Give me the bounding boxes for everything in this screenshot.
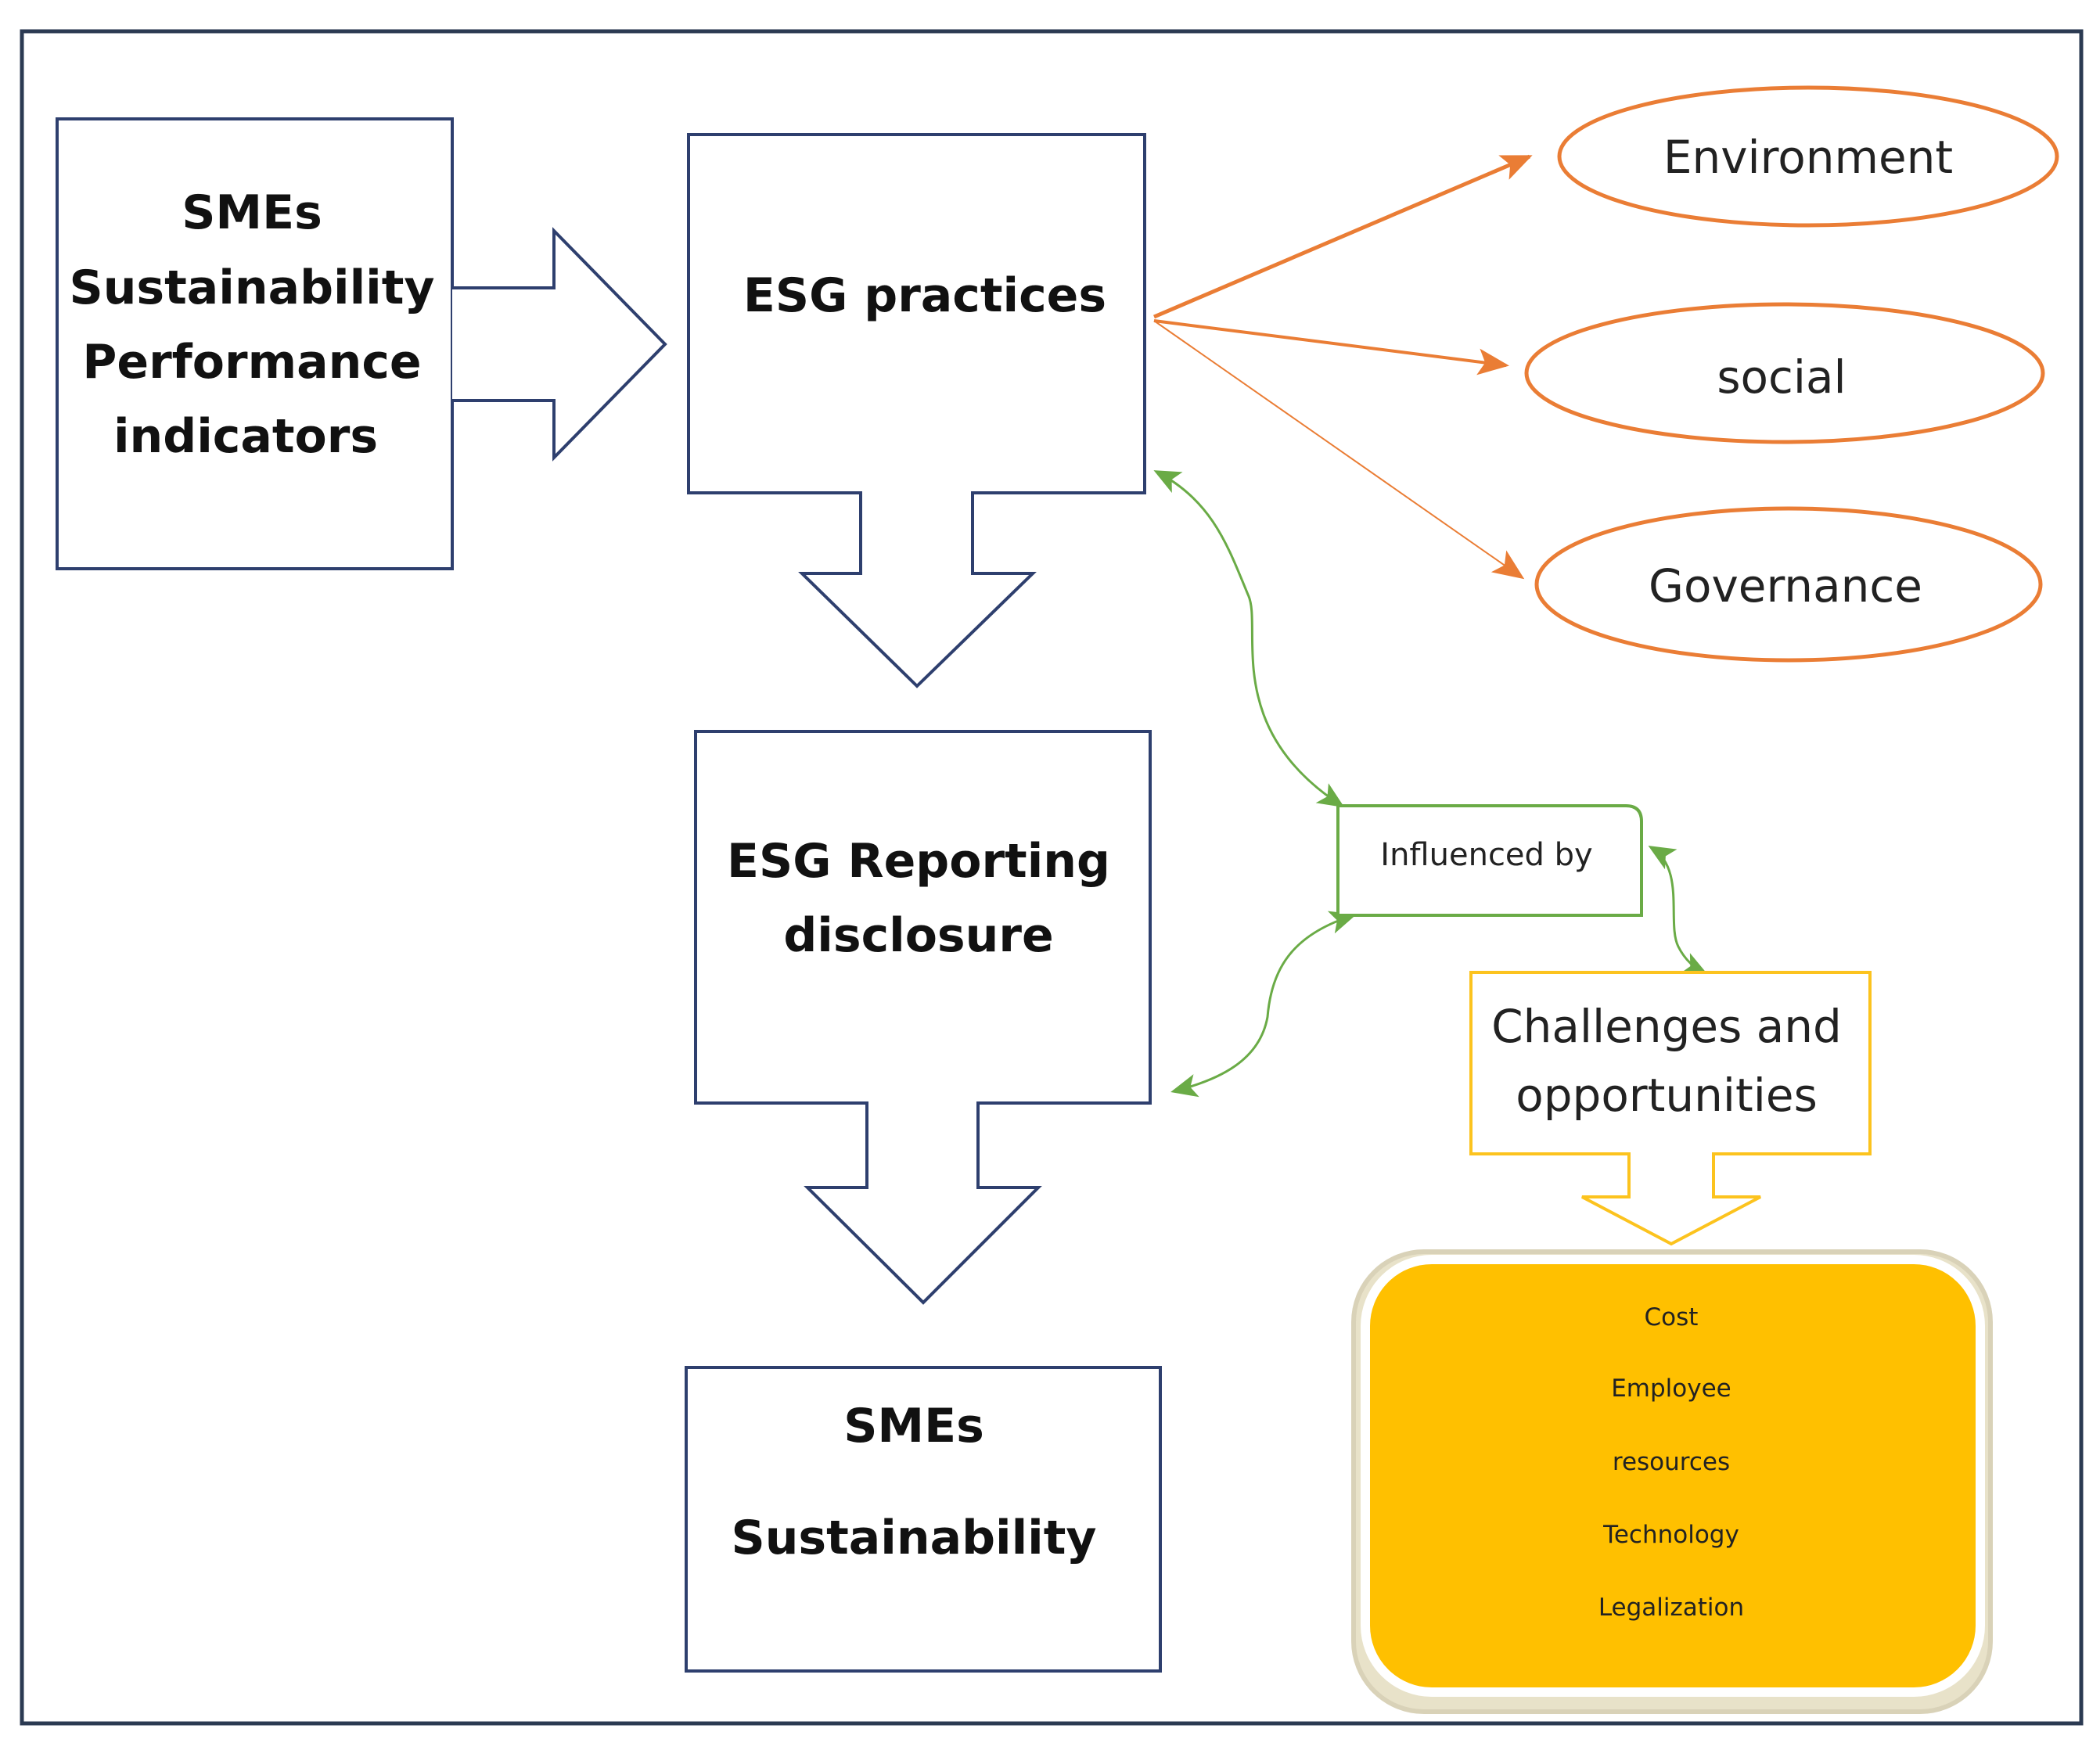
sustainability-line-1: SMEs bbox=[843, 1399, 984, 1454]
challenges-box bbox=[1469, 971, 1872, 1246]
influence-connector-practices bbox=[1153, 470, 1345, 808]
indicators-line-2: Sustainability bbox=[69, 261, 434, 315]
reporting-box bbox=[694, 730, 1152, 1305]
influenced-label: Influenced by bbox=[1380, 837, 1592, 873]
governance-label: Governance bbox=[1649, 559, 1922, 613]
indicators-box-title: SMEs Sustainability Performance indicato… bbox=[69, 185, 434, 464]
practices-title: ESG practices bbox=[743, 268, 1106, 323]
environment-label: Environment bbox=[1663, 131, 1953, 184]
influence-connector-reporting bbox=[1170, 911, 1357, 1098]
indicators-line-4: indicators bbox=[113, 409, 378, 464]
indicators-to-practices-arrow bbox=[452, 227, 667, 462]
outer-frame bbox=[20, 29, 2084, 1726]
challenges-line-2: opportunities bbox=[1516, 1069, 1818, 1122]
challenges-line-1: Challenges and bbox=[1491, 1000, 1842, 1053]
influenced-box bbox=[1336, 804, 1643, 917]
factor-item: Legalization bbox=[1598, 1594, 1744, 1622]
environment-oval bbox=[1557, 85, 2059, 228]
arrow-to-environment bbox=[1153, 154, 1533, 319]
factor-item: Technology bbox=[1602, 1521, 1739, 1549]
reporting-line-2: disclosure bbox=[783, 908, 1053, 963]
arrow-to-governance bbox=[1153, 320, 1525, 580]
arrow-to-social bbox=[1153, 319, 1509, 376]
social-label: social bbox=[1717, 350, 1846, 404]
sustainability-box bbox=[685, 1366, 1162, 1673]
practices-box bbox=[687, 133, 1146, 688]
factors-list: Cost Employee resources Technology Legal… bbox=[1598, 1303, 1744, 1622]
factor-item: Employee bbox=[1611, 1374, 1731, 1403]
reporting-line-1: ESG Reporting bbox=[727, 834, 1110, 889]
indicators-line-1: SMEs bbox=[182, 185, 322, 240]
indicators-line-3: Performance bbox=[82, 335, 421, 390]
factors-box bbox=[1361, 1255, 1985, 1697]
social-oval bbox=[1524, 302, 2045, 444]
factor-item: resources bbox=[1613, 1448, 1730, 1476]
indicators-box bbox=[56, 117, 454, 570]
sustainability-line-2: Sustainability bbox=[731, 1511, 1096, 1565]
factor-item: Cost bbox=[1645, 1303, 1699, 1331]
influence-connector-challenges bbox=[1648, 845, 1709, 976]
governance-oval bbox=[1534, 506, 2043, 663]
